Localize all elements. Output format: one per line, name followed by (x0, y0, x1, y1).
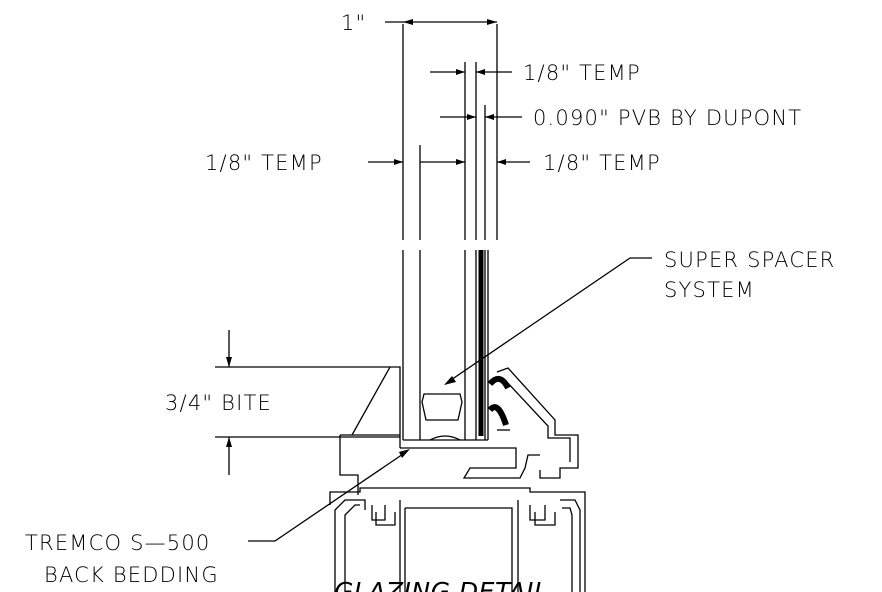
label-inner-lite-left: 1/8" TEMP (205, 151, 323, 175)
label-bite: 3/4" BITE (165, 391, 272, 415)
label-bedding-line2: BACK BEDDING (44, 563, 219, 587)
exterior-stop (487, 367, 579, 479)
label-spacer-line2: SYSTEM (664, 278, 755, 302)
frame-section (329, 487, 586, 592)
label-overall: 1" (341, 11, 366, 35)
drawing-title: GLAZING DETAIL (334, 577, 548, 592)
label-spacer-line1: SUPER SPACER (664, 248, 835, 272)
label-bedding-line1: TREMCO S—500 (25, 531, 211, 555)
dimension-bite: 3/4" BITE (165, 330, 400, 475)
glass-lites-upper (402, 24, 498, 240)
dimension-interlayer: 0.090" PVB BY DUPONT (440, 106, 802, 130)
label-inner-lite-right: 1/8" TEMP (543, 151, 661, 175)
label-outer-lite: 1/8" TEMP (523, 61, 641, 85)
label-interlayer: 0.090" PVB BY DUPONT (533, 106, 802, 130)
setting-block (400, 435, 540, 479)
spacer-callout: SUPER SPACER SYSTEM (444, 248, 835, 385)
dimension-overall: 1" (341, 11, 497, 35)
dimension-inner-lites: 1/8" TEMP 1/8" TEMP (205, 151, 661, 175)
bedding-callout: TREMCO S—500 BACK BEDDING (25, 449, 410, 587)
dimension-outer-lite: 1/8" TEMP (430, 61, 641, 85)
spacer-bar (421, 393, 463, 421)
